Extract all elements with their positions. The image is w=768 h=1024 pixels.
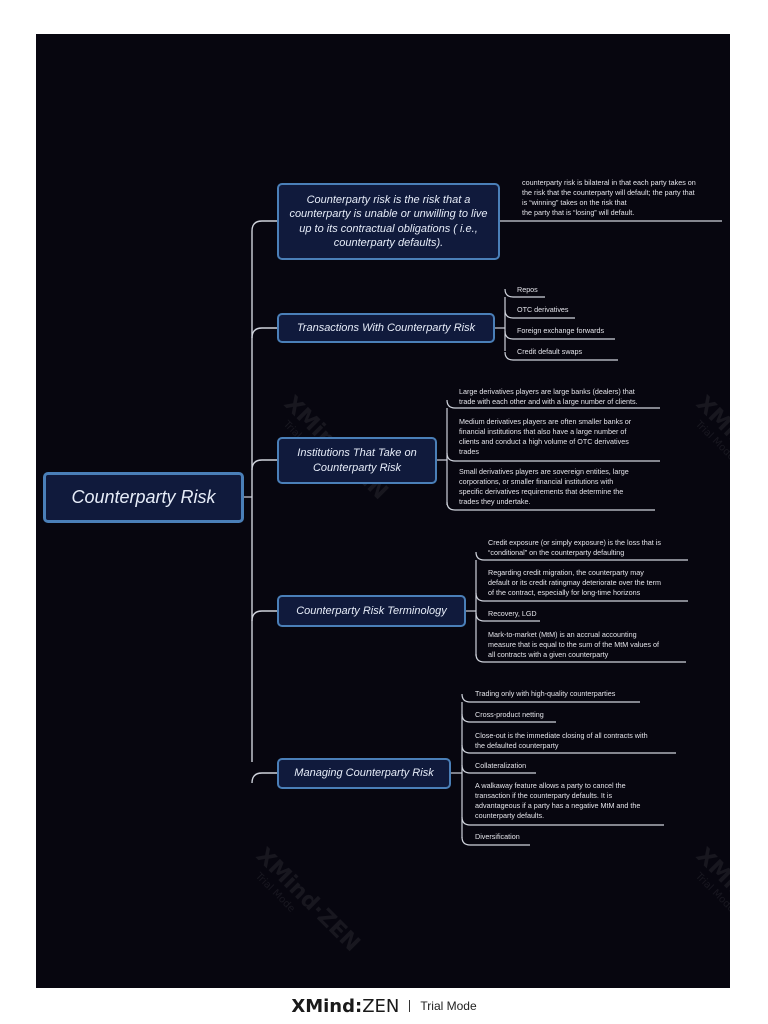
- connector: [251, 459, 277, 471]
- trial-mode-label: Trial Mode: [420, 999, 477, 1013]
- connector: [504, 330, 615, 340]
- leaf-mtm: Mark-to-market (MtM) is an accrual accou…: [488, 630, 659, 659]
- connector: [251, 772, 277, 784]
- topic-institutions[interactable]: Institutions That Take on Counterparty R…: [277, 437, 437, 484]
- connector: [504, 351, 618, 361]
- footer: XMind:ZEN Trial Mode: [0, 988, 768, 1024]
- leaf-credit-exposure: Credit exposure (or simply exposure) is …: [488, 538, 661, 557]
- leaf-walkaway: A walkaway feature allows a party to can…: [475, 781, 641, 820]
- leaf-bilateral: counterparty risk is bilateral in that e…: [522, 178, 696, 217]
- topic-managing[interactable]: Managing Counterparty Risk: [277, 758, 451, 789]
- connector: [475, 592, 688, 602]
- connector: [475, 551, 688, 561]
- connector: [475, 612, 540, 622]
- leaf-recovery: Recovery, LGD: [488, 609, 537, 618]
- connector: [461, 836, 530, 846]
- footer-divider: [409, 1000, 411, 1012]
- connector: [475, 653, 686, 663]
- leaf-medium-players: Medium derivatives players are often sma…: [459, 417, 632, 456]
- leaf-otc: OTC derivatives: [517, 305, 569, 314]
- connector: [461, 764, 536, 774]
- topic-definition[interactable]: Counterparty risk is the risk that a cou…: [277, 183, 500, 260]
- leaf-credit-migration: Regarding credit migration, the counterp…: [488, 568, 661, 597]
- leaf-small-players: Small derivatives players are sovereign …: [459, 467, 629, 506]
- leaf-repos: Repos: [517, 285, 538, 294]
- leaf-collateralization: Collateralization: [475, 761, 527, 770]
- central-topic[interactable]: Counterparty Risk: [43, 472, 244, 523]
- leaf-netting: Cross-product netting: [475, 710, 544, 719]
- topic-transactions[interactable]: Transactions With Counterparty Risk: [277, 313, 495, 343]
- connector: [504, 309, 575, 319]
- leaf-high-quality: Trading only with high-quality counterpa…: [475, 689, 616, 698]
- leaf-close-out: Close-out is the immediate closing of al…: [475, 731, 648, 750]
- connector: [461, 713, 556, 723]
- connector: [446, 399, 660, 409]
- connector: [461, 744, 676, 754]
- connector: [446, 501, 655, 511]
- connector: [461, 693, 640, 703]
- connector: [446, 452, 660, 462]
- topic-terminology[interactable]: Counterparty Risk Terminology: [277, 595, 466, 627]
- leaf-fx-forwards: Foreign exchange forwards: [517, 326, 605, 335]
- connector: [251, 220, 277, 232]
- connector: [251, 327, 277, 339]
- connector: [504, 288, 545, 298]
- xmind-logo: XMind:ZEN: [291, 995, 400, 1017]
- leaf-cds: Credit default swaps: [517, 347, 583, 356]
- connector: [251, 610, 277, 622]
- leaf-diversification: Diversification: [475, 832, 520, 841]
- connector: [461, 816, 664, 826]
- leaf-large-players: Large derivatives players are large bank…: [459, 387, 638, 406]
